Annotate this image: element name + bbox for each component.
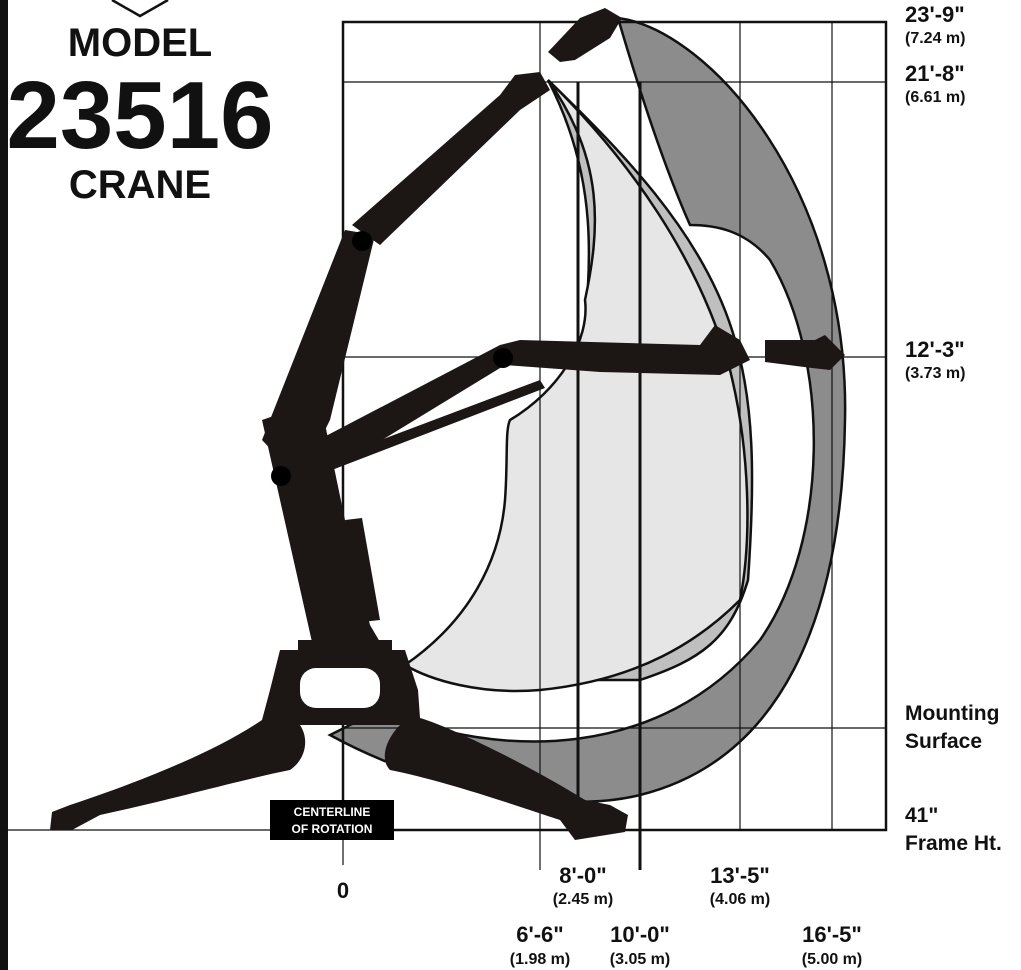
frame-height-label-line2: Frame Ht. xyxy=(905,832,1002,855)
mast-pivot-joint xyxy=(271,466,291,486)
reach-metric-8ft: (2.45 m) xyxy=(553,891,613,908)
centerline-line2: OF ROTATION xyxy=(292,822,373,836)
reach-metric-10ft: (3.05 m) xyxy=(610,951,670,968)
lower-boom-extension xyxy=(765,335,845,370)
boom-tension-rod xyxy=(280,380,545,488)
height-metric-23ft: (7.24 m) xyxy=(905,30,965,47)
frame-height-label-line1: 41" xyxy=(905,804,938,827)
model-badge-chevron xyxy=(111,0,169,18)
reach-label-16ft: 16'-5" xyxy=(802,922,862,947)
left-border xyxy=(0,0,8,970)
height-metric-21ft: (6.61 m) xyxy=(905,89,965,106)
reach-metric-6ft: (1.98 m) xyxy=(510,951,570,968)
reach-metric-13ft: (4.06 m) xyxy=(710,891,770,908)
mounting-label-line2: Surface xyxy=(905,730,982,753)
reach-labels: 6'-6" (1.98 m) 8'-0" (2.45 m) 10'-0" (3.… xyxy=(510,863,862,968)
height-label-23ft: 23'-9" xyxy=(905,2,965,27)
reach-label-8ft: 8'-0" xyxy=(559,863,606,888)
turret-plate xyxy=(298,640,392,652)
crane-main-boom xyxy=(262,230,375,480)
type-label: CRANE xyxy=(69,163,211,207)
mounting-label-line1: Mounting xyxy=(905,702,999,725)
upper-boom xyxy=(352,72,550,245)
lower-boom-pivot-joint xyxy=(493,348,513,368)
inner-reach-zone xyxy=(402,79,749,693)
reach-metric-16ft: (5.00 m) xyxy=(802,951,862,968)
reach-label-10ft: 10'-0" xyxy=(610,922,670,947)
centerline-label: CENTERLINE OF ROTATION xyxy=(270,800,394,840)
crane-base xyxy=(50,650,628,840)
height-metric-12ft: (3.73 m) xyxy=(905,365,965,382)
centerline-line1: CENTERLINE xyxy=(294,805,371,819)
lift-cylinder xyxy=(345,518,380,622)
base-cutout xyxy=(300,668,380,708)
height-label-12ft: 12'-3" xyxy=(905,337,965,362)
reach-label-13ft: 13'-5" xyxy=(710,863,770,888)
crane-silhouette xyxy=(50,8,845,840)
height-label-21ft: 21'-8" xyxy=(905,61,965,86)
upper-boom-tip xyxy=(548,8,622,62)
reach-label-6ft: 6'-6" xyxy=(516,922,563,947)
dimension-grid xyxy=(0,20,888,870)
zero-label: 0 xyxy=(337,878,349,903)
title-block: MODEL 23516 CRANE xyxy=(7,21,274,207)
centerline-box xyxy=(270,800,394,840)
model-number: 23516 xyxy=(7,62,274,169)
height-labels: 23'-9" (7.24 m) 21'-8" (6.61 m) 12'-3" (… xyxy=(905,2,1002,855)
lower-boom xyxy=(280,325,750,490)
model-label: MODEL xyxy=(68,21,212,65)
upper-boom-pivot-joint xyxy=(352,231,372,251)
